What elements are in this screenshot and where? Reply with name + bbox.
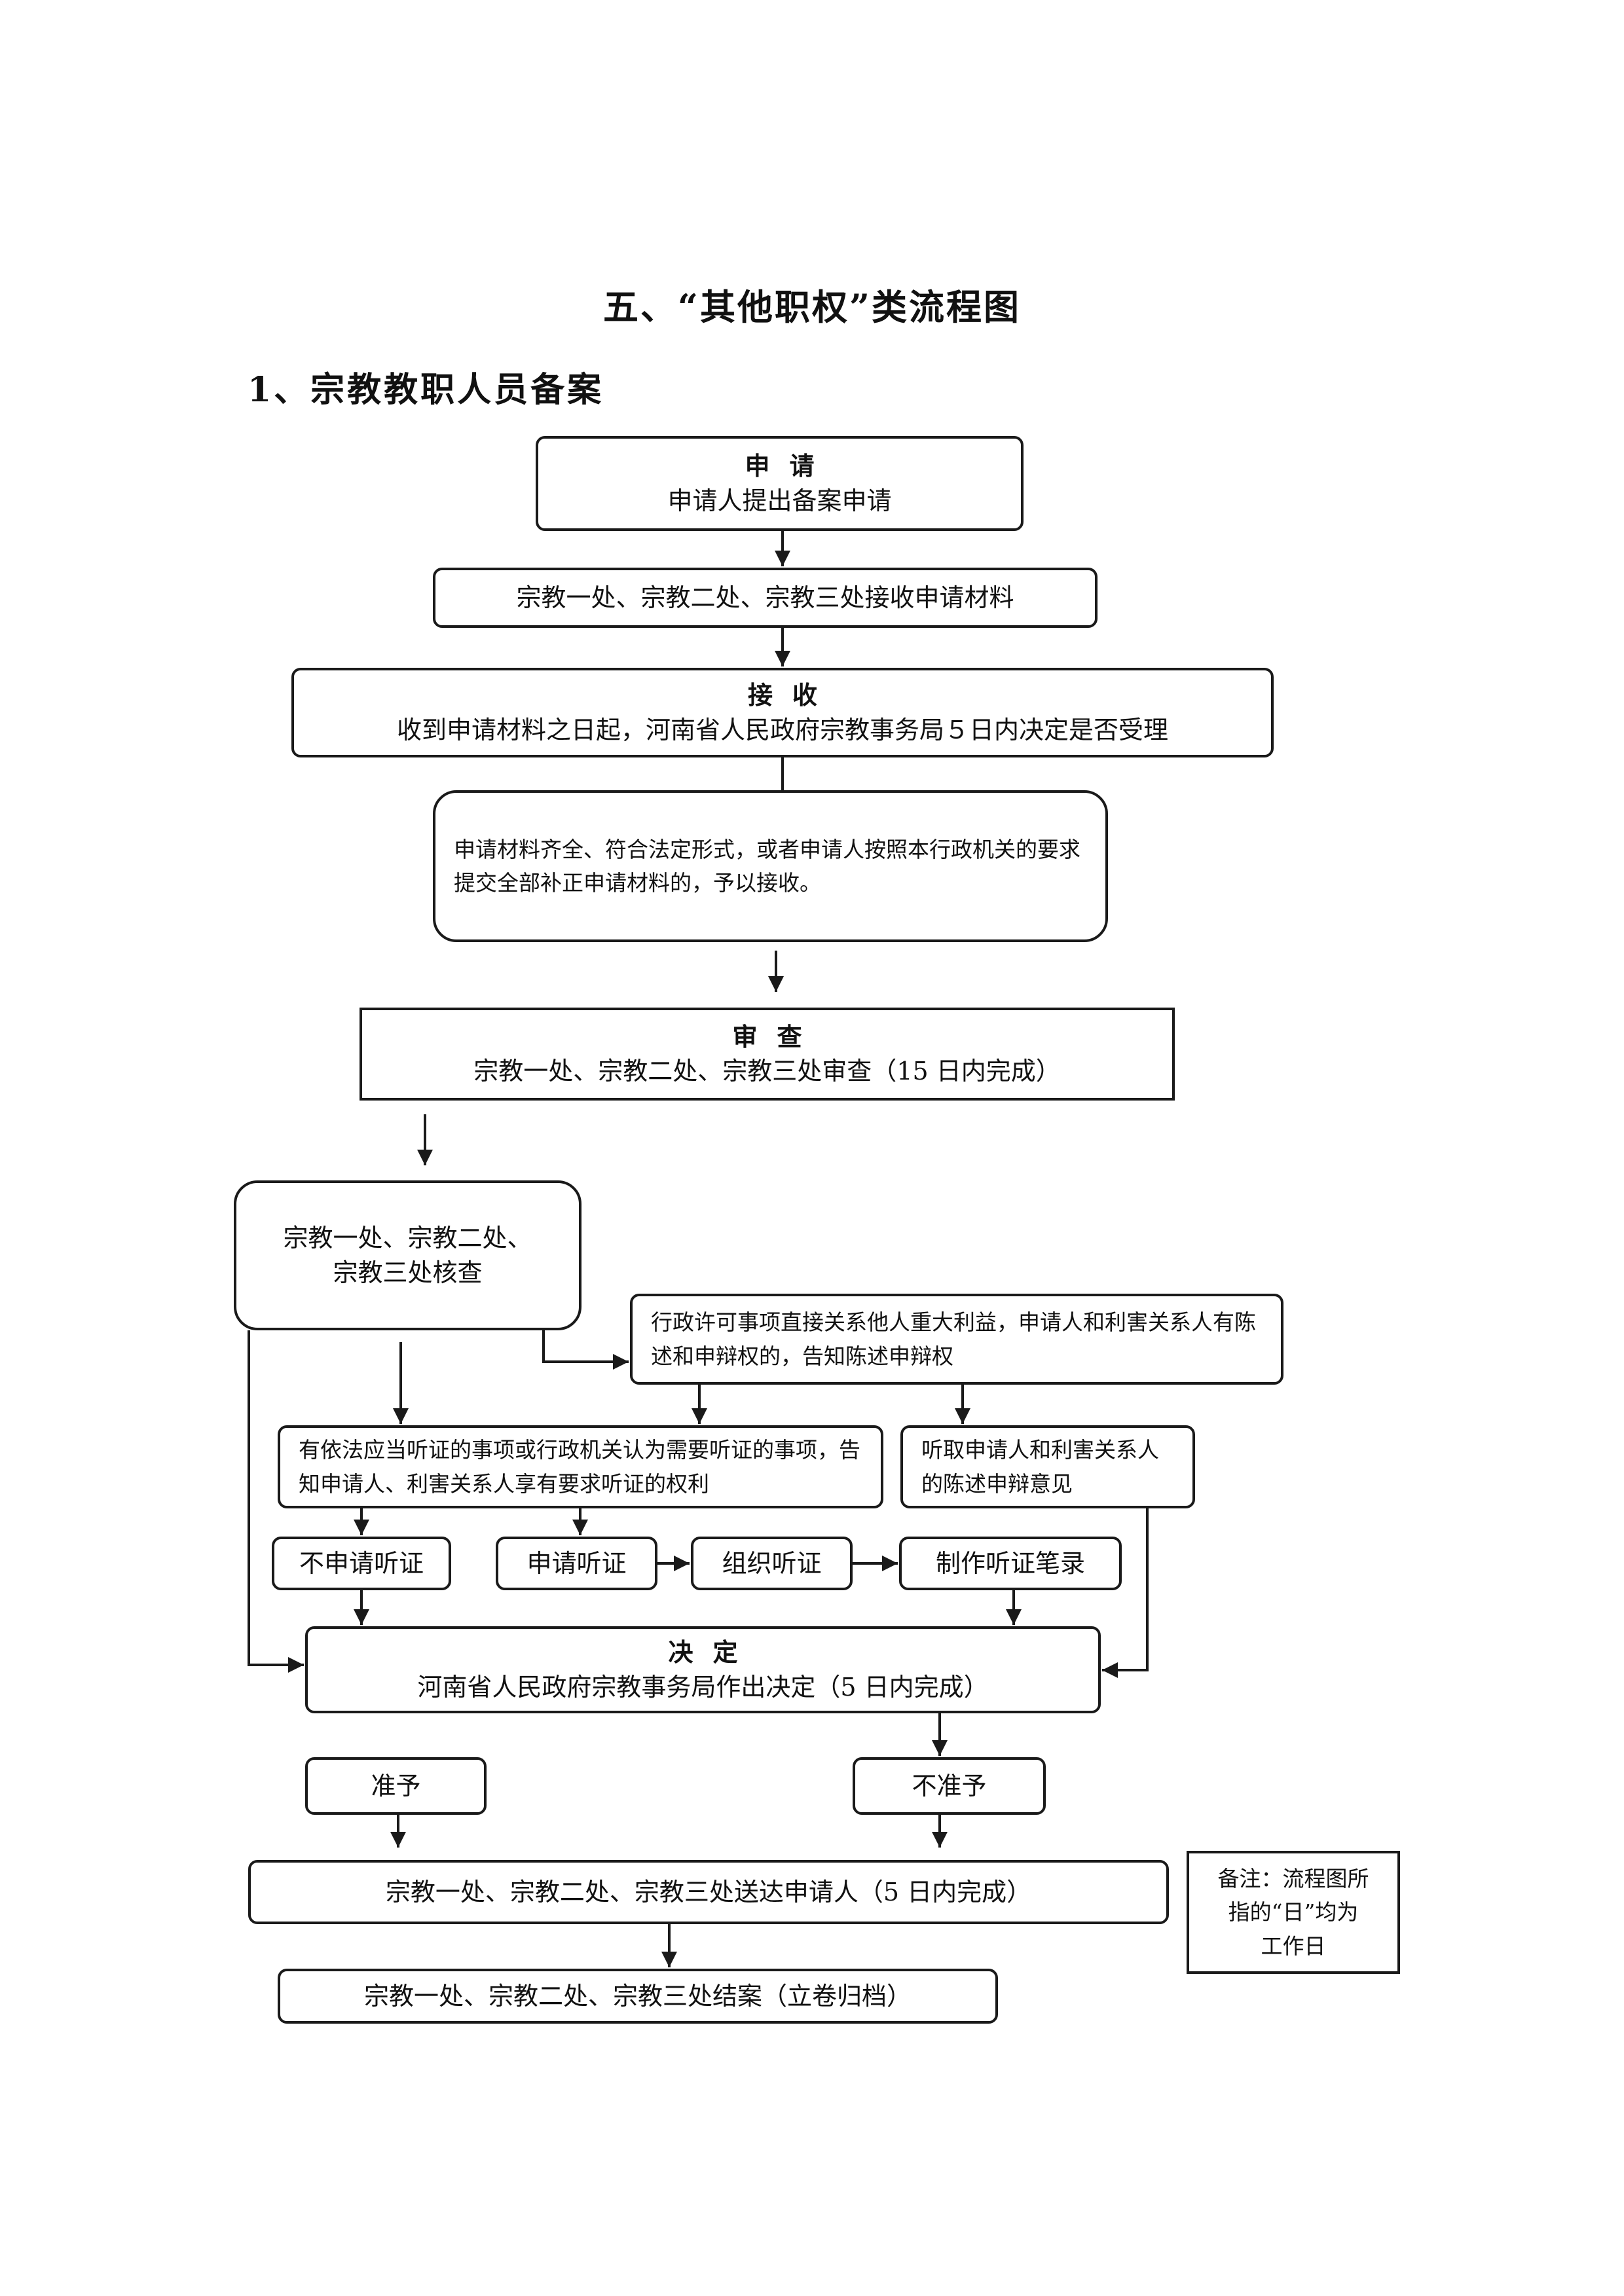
close-text: 宗教一处、宗教二处、宗教三处结案（立卷归档） (363, 1981, 912, 2011)
accept-box: 接收 收到申请材料之日起，河南省人民政府宗教事务局５日内决定是否受理 (291, 668, 1274, 757)
hear-opinions-box: 听取申请人和利害关系人的陈述申辩意见 (900, 1425, 1195, 1508)
review-heading: 审查 (732, 1021, 822, 1051)
decision-text: 河南省人民政府宗教事务局作出决定（5 日内完成） (417, 1672, 989, 1702)
statement-right-box: 行政许可事项直接关系他人重大利益，申请人和利害关系人有陈述和申辩权的，告知陈述申… (630, 1294, 1283, 1385)
reject-box: 不准予 (853, 1757, 1046, 1815)
apply-heading: 申请 (745, 451, 834, 481)
accept-condition-text: 申请材料齐全、符合法定形式，或者申请人按照本行政机关的要求提交全部补正申请材料的… (454, 836, 1080, 896)
apply-box: 申请 申请人提出备案申请 (536, 436, 1024, 531)
close-box: 宗教一处、宗教二处、宗教三处结案（立卷归档） (278, 1969, 998, 2024)
arrow-verify-to-statement (542, 1330, 629, 1370)
no-hearing-text: 不申请听证 (299, 1548, 424, 1578)
hearing-record-text: 制作听证笔录 (935, 1548, 1085, 1578)
approve-box: 准予 (305, 1757, 487, 1815)
hear-opinions-text: 听取申请人和利害关系人的陈述申辩意见 (921, 1437, 1159, 1497)
accept-heading: 接收 (747, 680, 837, 710)
apply-text: 申请人提出备案申请 (667, 486, 892, 515)
deliver-text: 宗教一处、宗教二处、宗教三处送达申请人（5 日内完成） (385, 1877, 1032, 1906)
accept-condition-box: 申请材料齐全、符合法定形式，或者申请人按照本行政机关的要求提交全部补正申请材料的… (433, 790, 1108, 942)
approve-text: 准予 (371, 1771, 421, 1800)
request-hearing-box: 申请听证 (496, 1537, 657, 1590)
receive-materials-text: 宗教一处、宗教二处、宗教三处接收申请材料 (516, 583, 1014, 612)
decision-box: 决定 河南省人民政府宗教事务局作出决定（5 日内完成） (305, 1626, 1101, 1713)
page-title: 五、“其他职权”类流程图 (602, 286, 1022, 328)
verify-text-line2: 宗教三处核查 (333, 1258, 483, 1287)
review-box: 审查 宗教一处、宗教二处、宗教三处审查（15 日内完成） (360, 1008, 1175, 1101)
verify-text-line1: 宗教一处、宗教二处、 (283, 1224, 532, 1253)
hearing-notice-box: 有依法应当听证的事项或行政机关认为需要听证的事项，告知申请人、利害关系人享有要求… (278, 1425, 883, 1508)
statement-right-text: 行政许可事项直接关系他人重大利益，申请人和利害关系人有陈述和申辩权的，告知陈述申… (651, 1309, 1256, 1369)
note-line1: 备注：流程图所 (1217, 1866, 1369, 1892)
no-hearing-box: 不申请听证 (272, 1537, 451, 1590)
organize-hearing-text: 组织听证 (722, 1548, 822, 1578)
section-title: 1、宗教教职人员备案 (248, 370, 604, 410)
review-text: 宗教一处、宗教二处、宗教三处审查（15 日内完成） (473, 1057, 1061, 1085)
verify-box: 宗教一处、宗教二处、 宗教三处核查 (234, 1180, 581, 1330)
receive-materials-box: 宗教一处、宗教二处、宗教三处接收申请材料 (433, 568, 1098, 628)
arrow-opinions-to-decision (1102, 1508, 1149, 1678)
note-box: 备注：流程图所 指的“日”均为 工作日 (1187, 1851, 1400, 1974)
accept-text: 收到申请材料之日起，河南省人民政府宗教事务局５日内决定是否受理 (396, 715, 1168, 744)
note-line2: 指的“日”均为 (1228, 1899, 1359, 1925)
decision-heading: 决定 (668, 1637, 758, 1667)
reject-text: 不准予 (912, 1771, 987, 1800)
organize-hearing-box: 组织听证 (691, 1537, 853, 1590)
deliver-box: 宗教一处、宗教二处、宗教三处送达申请人（5 日内完成） (248, 1860, 1169, 1924)
note-line3: 工作日 (1261, 1933, 1326, 1959)
hearing-notice-text: 有依法应当听证的事项或行政机关认为需要听证的事项，告知申请人、利害关系人享有要求… (299, 1437, 860, 1497)
request-hearing-text: 申请听证 (526, 1548, 627, 1578)
arrow-verify-to-decision (248, 1330, 304, 1673)
hearing-record-box: 制作听证笔录 (899, 1537, 1122, 1590)
